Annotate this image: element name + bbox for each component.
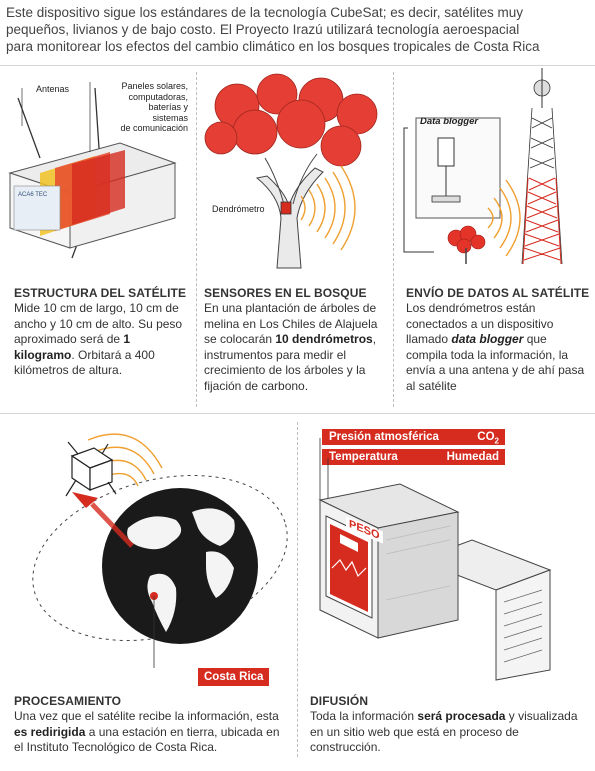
satellite-body-bold: 1 kilogramo — [14, 332, 131, 362]
data-send-title: ENVÍO DE DATOS AL SATÉLITE — [406, 286, 590, 300]
tag-temperatura-humedad: Temperatura Humedad — [322, 449, 505, 465]
processing-body: Una vez que el satélite recibe la inform… — [14, 709, 292, 756]
processing-body-text-1: Una vez que el satélite recibe la inform… — [14, 709, 279, 723]
tag-co2-sub: 2 — [494, 436, 499, 446]
label-paneles-line-4: de comunicación — [120, 123, 188, 133]
label-paneles-line-3: baterías y sistemas — [148, 102, 188, 123]
tag-presion-label: Presión atmosférica — [329, 431, 439, 443]
divider-1 — [196, 72, 197, 407]
tag-co2-text: CO — [477, 431, 495, 443]
label-paneles-line-1: Paneles solares, — [121, 81, 188, 91]
intro-line-2: pequeños, livianos y de bajo costo. El P… — [6, 22, 520, 37]
processing-title: PROCESAMIENTO — [14, 694, 122, 708]
sensors-body-text-1: En una plantación de árboles de melina e… — [204, 301, 378, 346]
intro-line-1: Este dispositivo sigue los estándares de… — [6, 5, 524, 20]
label-data-blogger: Data blogger — [420, 116, 479, 127]
tag-presion-co2: Presión atmosférica CO2 — [322, 429, 505, 445]
processing-body-bold: es redirigida — [14, 724, 86, 739]
data-send-body: Los dendrómetros están conectados a un d… — [406, 301, 590, 394]
satellite-body: Mide 10 cm de largo, 10 cm de ancho y 10… — [14, 301, 192, 379]
label-antenas: Antenas — [36, 84, 70, 94]
processing-body-text-2: a una estación en tierra, ubicada en el … — [14, 724, 280, 755]
divider-3 — [297, 422, 298, 757]
server-illustration — [318, 438, 552, 681]
middle-divider — [0, 413, 595, 414]
diffusion-body-bold: será procesada — [417, 709, 506, 723]
data-send-body-text-1: Los dendrómetros están conectados a un d… — [406, 301, 554, 346]
tag-humedad-label: Humedad — [446, 451, 499, 463]
sensors-body-bold: 10 dendrómetros — [275, 332, 373, 346]
data-send-body-text-2: que compila toda la información, la enví… — [406, 332, 585, 393]
satellite-body-text-2: . Orbitará a 400 kilómetros de altura. — [14, 347, 155, 378]
intro-line-3: para monitorear los efectos del cambio c… — [6, 39, 540, 54]
satellite-title: ESTRUCTURA DEL SATÉLITE — [14, 286, 187, 300]
tree-illustration — [204, 73, 378, 269]
tag-co2-label: CO2 — [477, 429, 499, 449]
tag-temperatura-label: Temperatura — [329, 451, 398, 463]
globe-illustration — [32, 433, 288, 668]
intro-text: Este dispositivo sigue los estándares de… — [6, 4, 591, 55]
divider-2 — [393, 72, 394, 407]
label-dendrometro: Dendrómetro — [212, 204, 265, 214]
top-divider — [0, 65, 595, 66]
sensors-title: SENSORES EN EL BOSQUE — [204, 286, 367, 300]
cubesat-illustration: ACA6 TEC — [8, 82, 177, 259]
diffusion-body: Toda la información será procesada y vis… — [310, 709, 588, 756]
side-plate-text: ACA6 TEC — [18, 192, 48, 198]
label-paneles-line-2: computadoras, — [128, 91, 188, 102]
data-send-body-bold: data blogger — [451, 332, 524, 346]
sensors-body: En una plantación de árboles de melina e… — [204, 301, 388, 394]
diffusion-body-text-1: Toda la información — [310, 709, 418, 723]
label-paneles: Paneles solares, computadoras, baterías … — [112, 81, 188, 134]
costa-rica-tag: Costa Rica — [198, 668, 270, 686]
diffusion-title: DIFUSIÓN — [310, 694, 369, 708]
sensors-body-text-2: , instrumentos para medir el crecimiento… — [204, 332, 377, 393]
satellite-body-text-1: Mide 10 cm de largo, 10 cm de ancho y 10… — [14, 301, 183, 346]
diffusion-body-text-2: y visualizada en un sitio web que está e… — [310, 709, 578, 754]
data-logger-illustration — [403, 68, 563, 265]
